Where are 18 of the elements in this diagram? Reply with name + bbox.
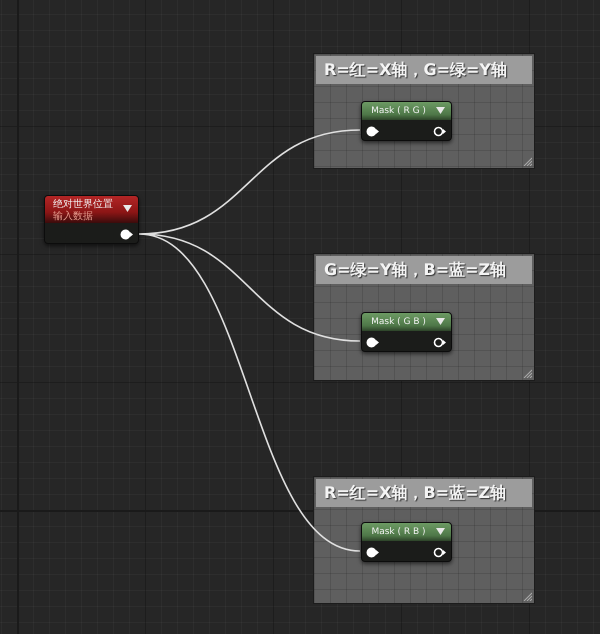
node-title: Mask ( R G ) (370, 105, 427, 118)
wire (138, 233, 360, 552)
comment-box (313, 53, 535, 169)
comment-title: R=红=X轴，G=绿=Y轴 (316, 56, 532, 84)
wire (138, 129, 360, 235)
comment-box (313, 253, 535, 381)
mask-node (361, 312, 452, 352)
node-title: Mask ( R B ) (370, 526, 427, 539)
comment-title: G=绿=Y轴，B=蓝=Z轴 (316, 256, 532, 284)
wire (138, 233, 360, 342)
mask-node (361, 101, 452, 141)
expression-node (44, 195, 139, 244)
node-title: 绝对世界位置 (53, 198, 114, 210)
node-subtitle: 输入数据 (53, 211, 94, 223)
mask-node (361, 522, 452, 562)
comment-title: R=红=X轴，B=蓝=Z轴 (316, 479, 532, 507)
comment-box (313, 476, 535, 604)
node-title: Mask ( G B ) (370, 316, 427, 329)
